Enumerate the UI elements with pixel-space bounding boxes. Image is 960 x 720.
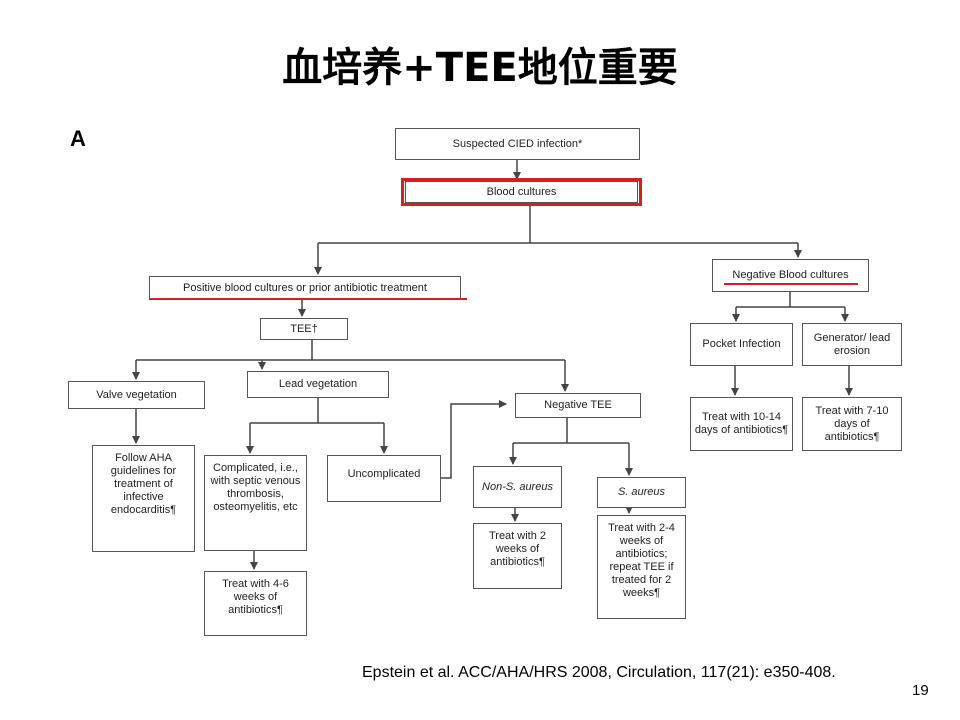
- node-s-aureus: S. aureus: [597, 477, 686, 508]
- node-label: Treat with 2 weeks of antibiotics¶: [488, 530, 547, 568]
- node-pocket-infection: Pocket Infection: [690, 323, 793, 366]
- node-treat-7-10-days: Treat with 7-10 days of antibiotics¶: [802, 397, 902, 451]
- node-label: Treat with 7-10 days of antibiotics¶: [815, 404, 889, 443]
- highlight-underline-negative: [724, 283, 858, 285]
- node-generator-lead-erosion: Generator/ lead erosion: [802, 323, 902, 366]
- node-treat-10-14-days: Treat with 10-14 days of antibiotics¶: [690, 397, 793, 451]
- node-follow-aha-guidelines: Follow AHA guidelines for treatment of i…: [92, 445, 195, 552]
- slide-title: 血培养+TEE地位重要: [282, 45, 678, 91]
- node-label: Treat with 2-4 weeks of antibiotics; rep…: [608, 522, 675, 599]
- node-label: Complicated, i.e., with septic venous th…: [210, 462, 301, 513]
- node-label: Negative Blood cultures: [732, 269, 849, 281]
- highlight-box-blood-cultures: [401, 178, 642, 206]
- node-label: TEE†: [290, 322, 318, 335]
- citation: Epstein et al. ACC/AHA/HRS 2008, Circula…: [362, 664, 836, 681]
- node-label: Treat with 10-14 days of antibiotics¶: [694, 411, 789, 436]
- node-uncomplicated: Uncomplicated: [327, 455, 441, 502]
- node-valve-vegetation: Valve vegetation: [68, 381, 205, 409]
- node-blood-cultures: Blood cultures: [405, 181, 638, 203]
- node-label: S. aureus: [617, 486, 666, 498]
- node-lead-vegetation: Lead vegetation: [247, 371, 389, 398]
- node-label: Uncomplicated: [347, 468, 421, 480]
- node-non-s-aureus: Non-S. aureus: [473, 466, 562, 508]
- node-label: Non-S. aureus: [482, 480, 553, 493]
- node-label: Follow AHA guidelines for treatment of i…: [110, 452, 177, 516]
- node-positive-blood-cultures: Positive blood cultures or prior antibio…: [149, 276, 461, 300]
- node-negative-tee: Negative TEE: [515, 393, 641, 418]
- highlight-underline-positive: [149, 298, 467, 300]
- node-tee: TEE†: [260, 318, 348, 340]
- node-label: Pocket Infection: [702, 338, 781, 350]
- node-label: Suspected CIED infection*: [452, 137, 583, 150]
- arrow-uncomplicated-to-negative-tee: [441, 400, 507, 479]
- node-label: Valve vegetation: [96, 388, 177, 401]
- node-label: Lead vegetation: [278, 378, 358, 390]
- node-label: Positive blood cultures or prior antibio…: [183, 281, 427, 294]
- node-complicated: Complicated, i.e., with septic venous th…: [204, 455, 307, 551]
- page-number: 19: [912, 682, 929, 699]
- node-treat-4-6-weeks: Treat with 4-6 weeks of antibiotics¶: [204, 571, 307, 636]
- node-label: Negative TEE: [544, 399, 612, 411]
- panel-letter: A: [70, 126, 86, 151]
- node-negative-blood-cultures: Negative Blood cultures: [712, 259, 869, 292]
- node-label: Blood cultures: [486, 185, 557, 198]
- node-treat-2-4-weeks: Treat with 2-4 weeks of antibiotics; rep…: [597, 515, 686, 619]
- node-label: Treat with 4-6 weeks of antibiotics¶: [222, 578, 289, 616]
- node-treat-2-weeks: Treat with 2 weeks of antibiotics¶: [473, 523, 562, 589]
- node-label: Generator/ lead erosion: [813, 331, 891, 357]
- node-suspected-cied-infection: Suspected CIED infection*: [395, 128, 640, 160]
